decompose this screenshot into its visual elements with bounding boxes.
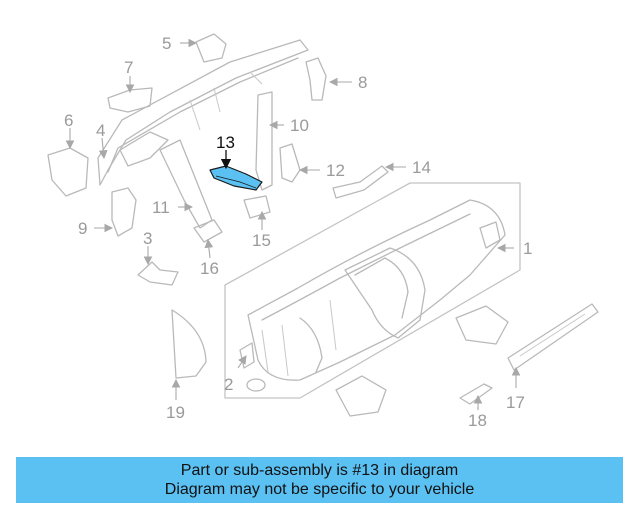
part-19-panel	[171, 309, 207, 379]
callout-9: 9	[78, 219, 87, 238]
part-17-trim-strip	[507, 303, 599, 371]
part-1-instrument-panel	[224, 182, 521, 399]
callout-6: 6	[64, 111, 73, 130]
part-4-crossmember	[97, 39, 309, 186]
callout-7: 7	[124, 58, 133, 77]
callout-3: 3	[143, 229, 152, 248]
part-5-bracket	[195, 33, 227, 63]
part-2-bracket	[239, 342, 266, 392]
callout-15: 15	[252, 231, 271, 250]
banner-line-2: Diagram may not be specific to your vehi…	[164, 481, 475, 498]
vent-right	[455, 305, 509, 345]
part-11-bracket	[159, 139, 213, 229]
info-banner: Part or sub-assembly is #13 in diagram D…	[16, 457, 623, 503]
part-3-bracket	[137, 261, 179, 286]
part-6-bracket	[47, 147, 89, 197]
callout-13: 13	[216, 133, 235, 152]
parts-diagram: 1 2 3 4 5 6 7 8 9 10 11 12 13 14 15 16 1…	[47, 33, 599, 430]
callout-17: 17	[506, 393, 525, 412]
callout-14: 14	[412, 158, 431, 177]
part-8-bracket	[305, 57, 327, 101]
part-15-bracket	[243, 195, 271, 219]
part-12-bracket	[279, 143, 301, 183]
callout-18: 18	[468, 411, 487, 430]
callout-8: 8	[358, 73, 367, 92]
part-16-bracket	[193, 219, 223, 243]
callout-10: 10	[290, 116, 309, 135]
callout-19: 19	[166, 403, 185, 422]
leader-lines	[65, 38, 521, 410]
callout-4: 4	[96, 121, 105, 140]
callout-12: 12	[326, 161, 345, 180]
part-13-highlighted	[209, 165, 263, 191]
callout-labels: 1 2 3 4 5 6 7 8 9 10 11 12 13 14 15 16 1…	[64, 34, 532, 430]
callout-16: 16	[200, 259, 219, 278]
vent-center	[335, 375, 387, 417]
part-18-bracket	[459, 383, 493, 405]
part-9-bracket	[111, 187, 137, 237]
callout-1: 1	[523, 239, 532, 258]
callout-5: 5	[162, 34, 171, 53]
part-10-support	[255, 91, 273, 191]
part-14-brace	[332, 165, 389, 199]
callout-11: 11	[152, 198, 170, 217]
banner-line-1: Part or sub-assembly is #13 in diagram	[180, 462, 459, 479]
callout-2: 2	[224, 375, 233, 394]
